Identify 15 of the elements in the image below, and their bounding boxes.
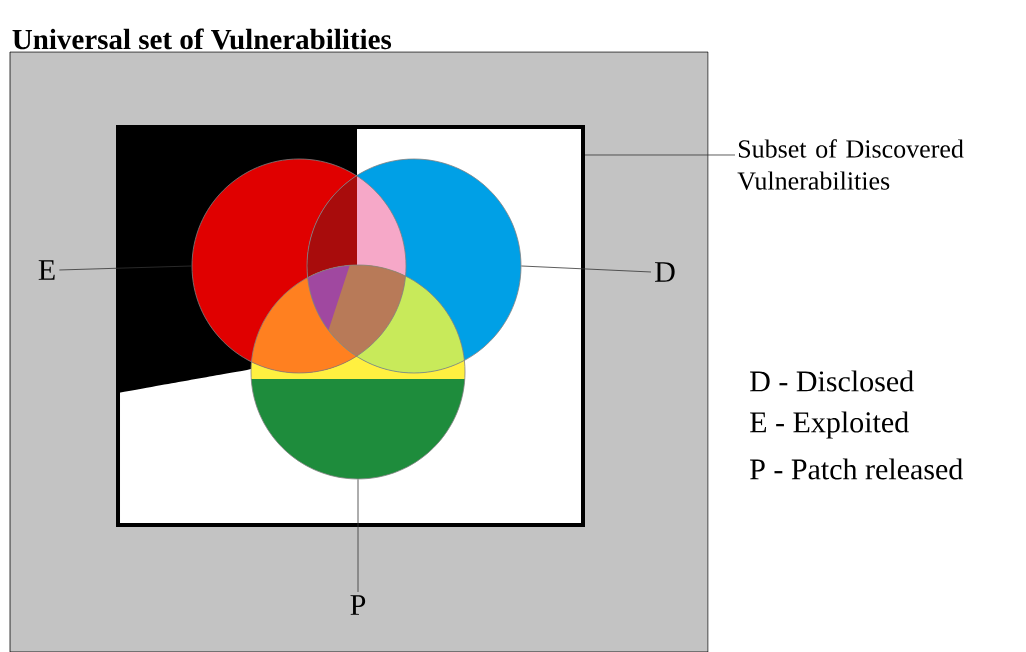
node-label: Universal set of Vulnerabilities <box>12 28 392 50</box>
key-text: P - Patch released <box>750 458 963 480</box>
leader-line <box>58 265 192 271</box>
leader-line <box>521 265 652 273</box>
set-circle <box>250 264 466 480</box>
set-label: P <box>350 595 366 615</box>
key-text: E - Exploited <box>750 411 909 439</box>
set-circle <box>191 158 407 374</box>
leader-line <box>584 154 736 156</box>
set-circle <box>306 158 522 374</box>
key-text: D - Disclosed <box>750 370 914 392</box>
set-label: E <box>38 260 55 280</box>
set-label: D <box>655 262 675 282</box>
leader-line <box>357 479 359 593</box>
subset-label: Subset of Discovered Vulnerabilities <box>737 139 964 190</box>
